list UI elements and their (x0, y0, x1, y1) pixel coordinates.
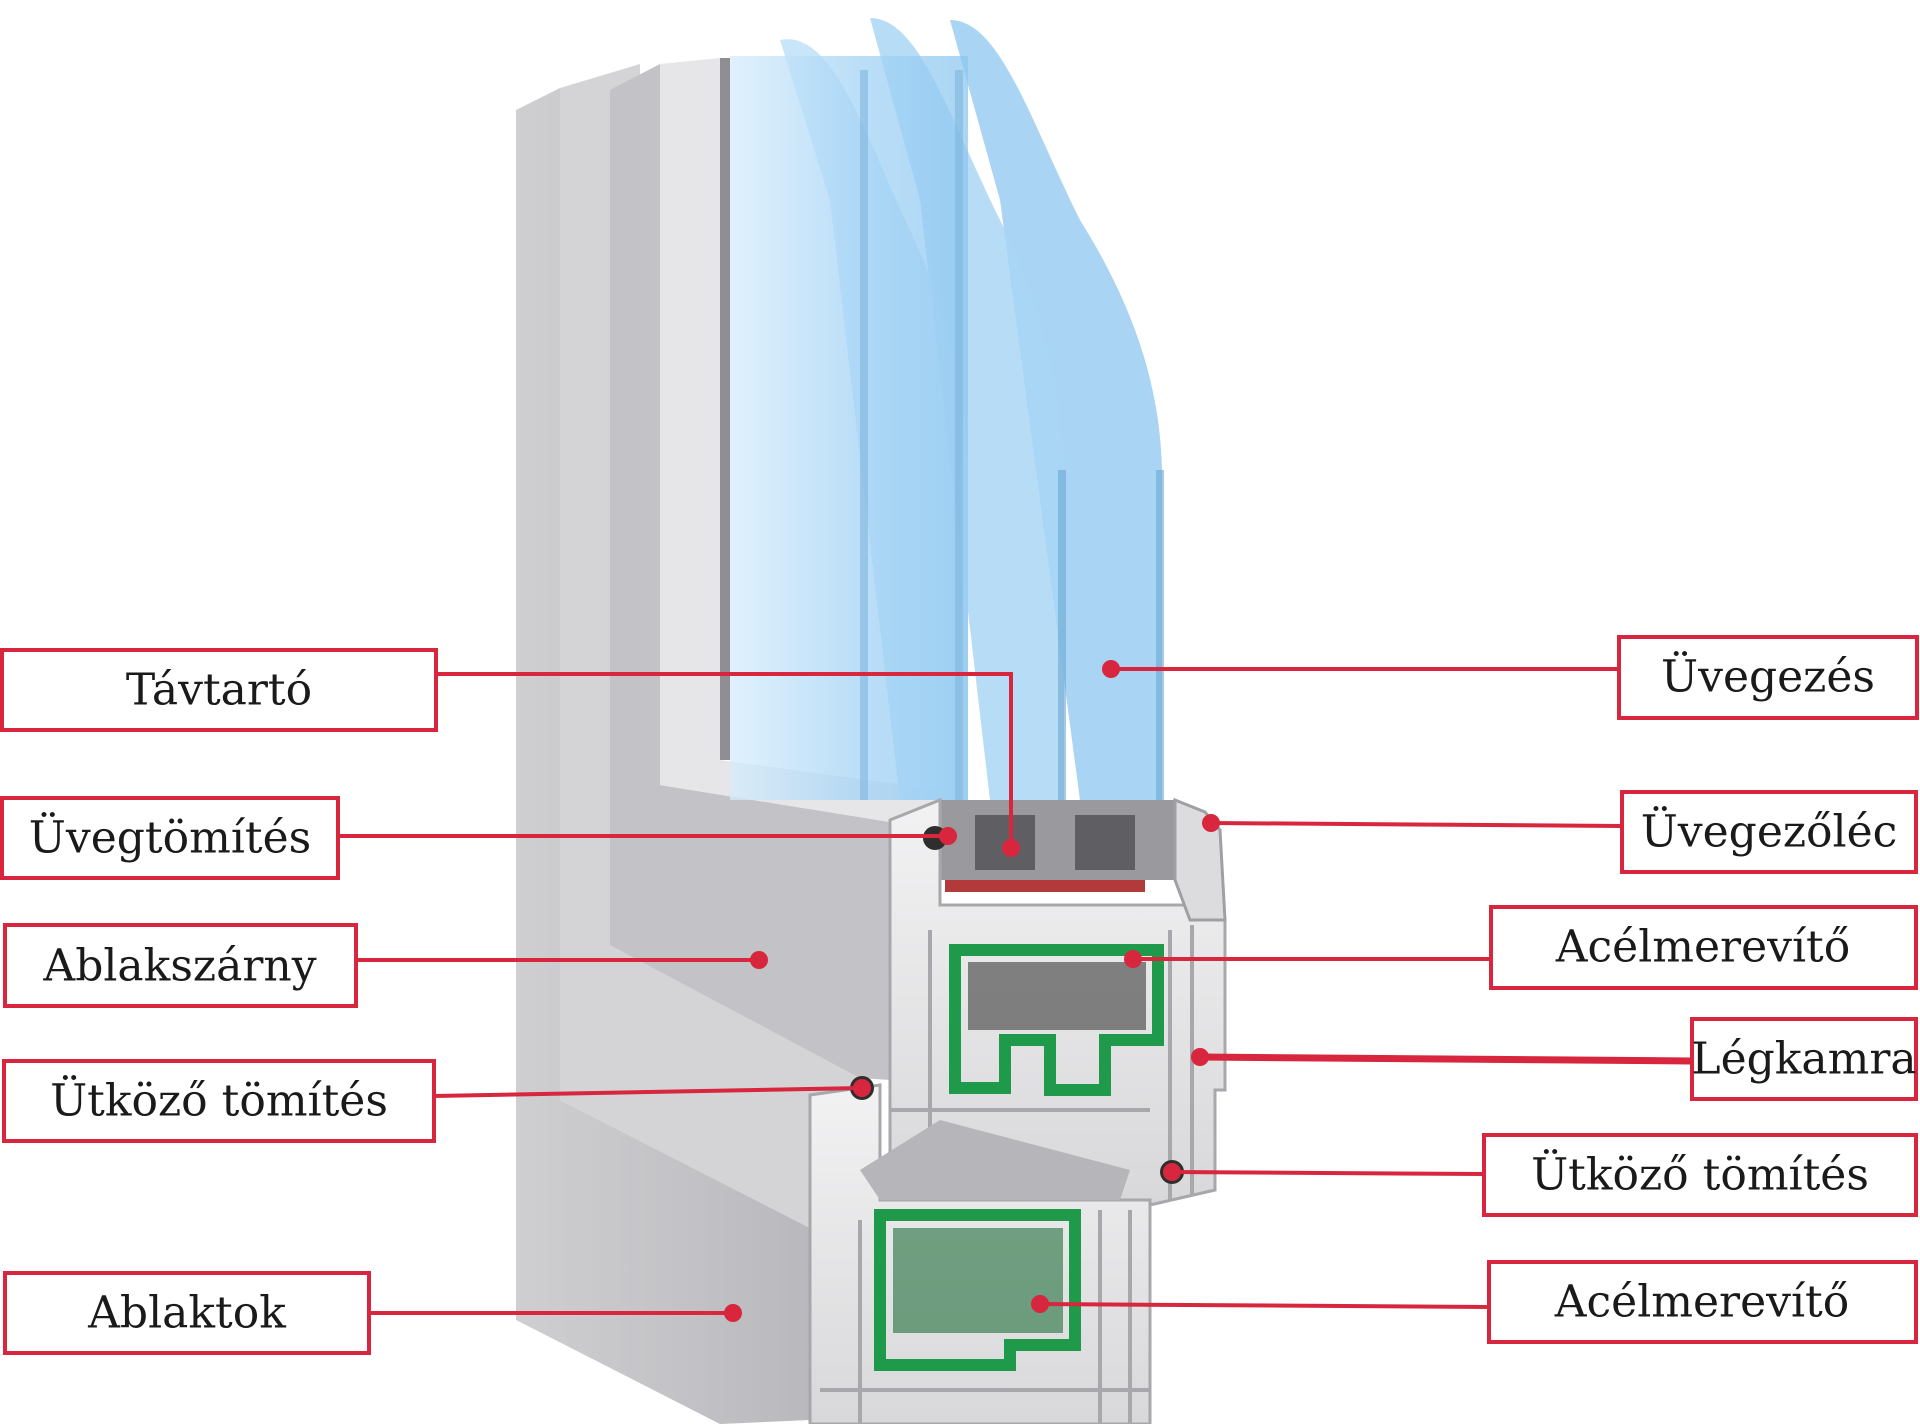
dot-ablaktok (724, 1304, 742, 1322)
label-ablaktok: Ablaktok (87, 1288, 286, 1339)
dot-tavtarto (1002, 839, 1020, 857)
steel-reinforcement-upper (949, 944, 1164, 1096)
dot-utkozo-right (1163, 1163, 1181, 1181)
label-uvegtomites: Üvegtömítés (29, 811, 311, 864)
spacer-right (1075, 815, 1135, 870)
sash-face (610, 64, 890, 1080)
box-ablaktok (3, 1271, 371, 1355)
callout-dots (724, 660, 1220, 1322)
sash-inner-bevel (660, 58, 940, 822)
glass-edge-d (1156, 470, 1164, 800)
box-acel-bottom (1487, 1260, 1918, 1344)
label-uvegezes: Üvegezés (1661, 650, 1875, 703)
leader-uvegezolec (1210, 821, 1623, 828)
label-utkozo-right: Ütköző tömítés (1531, 1148, 1869, 1201)
frame-ribs (820, 1210, 1150, 1424)
callout-lines (338, 667, 1693, 1315)
outer-frame-face (516, 88, 810, 1424)
glass-front (730, 56, 968, 800)
box-uvegezes (1617, 635, 1919, 720)
leader-utkozo-right (1171, 1170, 1485, 1176)
leader-tavtarto (436, 672, 1013, 848)
label-utkozo-left: Ütköző tömítés (50, 1074, 388, 1127)
box-tavtarto (0, 648, 438, 732)
steel-inner-lower (893, 1228, 1063, 1333)
dot-ablakszarny (750, 951, 768, 969)
label-acel-bottom: Acélmerevítő (1554, 1277, 1849, 1328)
box-uvegezolec (1620, 790, 1918, 874)
glass-edge-a (860, 70, 868, 800)
frame-slope (860, 1120, 1130, 1200)
dot-utkozo-left (853, 1079, 871, 1097)
box-uvegtomites (0, 796, 340, 880)
steel-inner-upper (968, 962, 1146, 1030)
label-legkamra: Légkamra (1691, 1034, 1916, 1085)
label-tavtarto: Távtartó (126, 665, 312, 716)
label-uvegezolec: Üvegezőléc (1641, 805, 1898, 858)
dot-acel-top (1124, 950, 1142, 968)
label-boxes (0, 635, 1919, 1355)
steel-reinforcement-lower (874, 1209, 1081, 1371)
spacer-seal (945, 880, 1145, 892)
dot-uvegezolec (1202, 814, 1220, 832)
profile-illustration (516, 18, 1227, 1424)
label-texts: Távtartó Üvegtömítés Ablakszárny Ütköző … (29, 650, 1917, 1339)
leader-utkozo-left (433, 1086, 863, 1098)
box-legkamra (1690, 1017, 1918, 1101)
box-utkozo-left (2, 1059, 436, 1143)
box-ablakszarny (3, 923, 358, 1008)
leader-acel-bottom (1039, 1302, 1490, 1309)
sash-lip (720, 58, 730, 760)
label-acel-top: Acélmerevítő (1555, 922, 1850, 973)
box-utkozo-right (1482, 1133, 1918, 1217)
dot-uvegtomites (939, 827, 957, 845)
dot-uvegezes (1102, 660, 1120, 678)
label-ablakszarny: Ablakszárny (42, 941, 316, 992)
leader-legkamra (1199, 1053, 1693, 1065)
glass-edge-c (1058, 470, 1066, 800)
glass-edge-b (955, 70, 963, 800)
glazing (730, 18, 1164, 801)
dot-legkamra (1191, 1048, 1209, 1066)
profile-cross-section (808, 797, 1227, 1424)
box-acel-top (1489, 905, 1918, 990)
dot-acel-bottom (1031, 1295, 1049, 1313)
